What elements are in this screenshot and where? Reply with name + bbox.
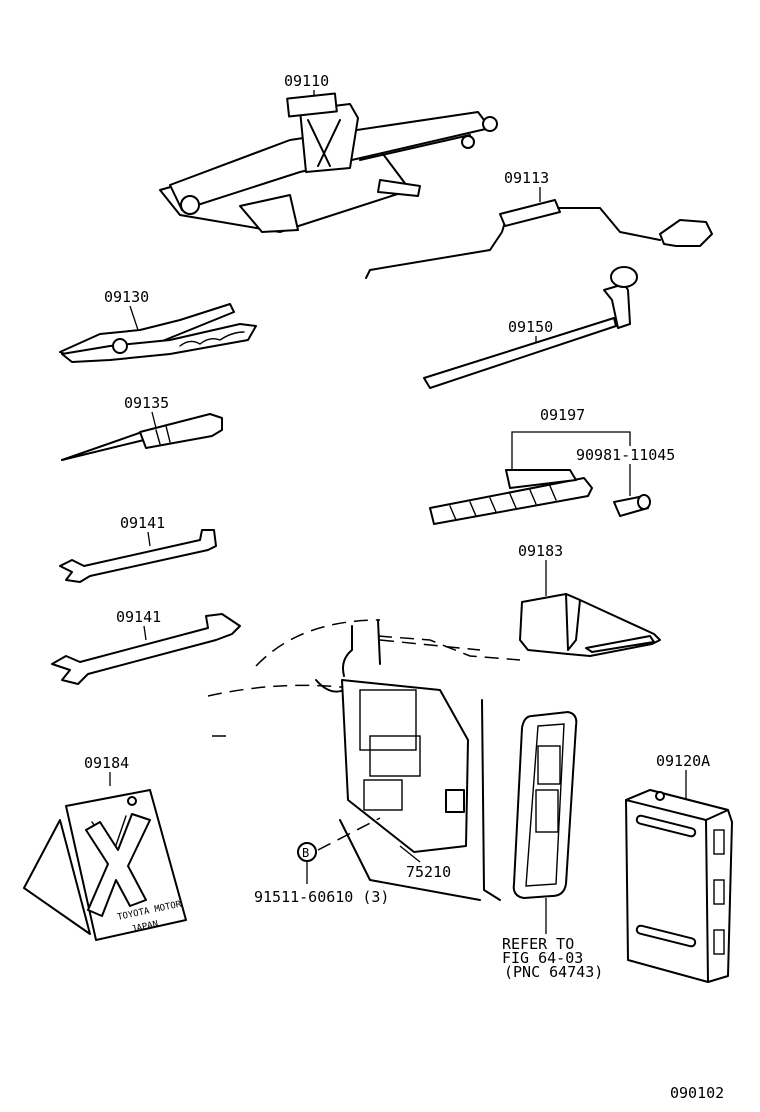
label-wrench-large: 09141 [116,608,161,626]
label-wrench-small: 09141 [120,514,165,532]
tool-bag: 09120A [625,752,733,983]
refer-line-1: REFER TO [502,935,574,953]
label-pliers: 09130 [104,288,149,306]
lug-wrench: 09150 [423,266,638,389]
figure-number: 090102 [670,1084,724,1102]
refer-line-2: FIG 64-03 [502,949,583,967]
label-bag: 09120A [656,752,710,770]
label-bag-group: 09197 [540,406,585,424]
screw-ref-letter: B [302,846,309,860]
wheel-chock: 09184 TOYOTA MOTOR JAPAN [23,754,187,941]
luggage-tray-area: 75210 B 91511-60610 (3) [207,619,521,906]
label-chock: 09184 [84,754,129,772]
label-lug-wrench: 09150 [508,318,553,336]
label-screw: 91511-60610 (3) [254,888,389,906]
label-tray: 75210 [406,863,451,881]
refer-line-3: (PNC 64743) [504,963,603,981]
trim-cover: REFER TO FIG 64-03 (PNC 64743) [502,711,603,981]
label-screwdriver: 09135 [124,394,169,412]
label-jack: 09110 [284,72,329,90]
pliers: 09130 [59,288,257,363]
jack-cover: 09183 [518,542,661,657]
wrench-large: 09141 [51,608,241,685]
jack-handle: 09113 [365,169,713,279]
wrench-small: 09141 [59,514,217,583]
tool-bag-group: 09197 90981-11045 [429,406,675,525]
screwdriver: 09135 [61,394,223,461]
label-jack-cover: 09183 [518,542,563,560]
scissor-jack: 09110 [159,72,498,233]
label-handle: 09113 [504,169,549,187]
label-plug: 90981-11045 [576,446,675,464]
